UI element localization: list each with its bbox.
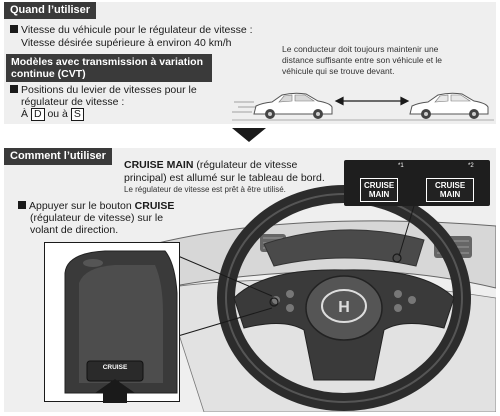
callout-line-button — [177, 255, 273, 297]
press-cruise-line3: volant de direction. — [30, 224, 119, 236]
speed-condition-line2: Vitesse désirée supérieure à environ 40 … — [21, 37, 232, 49]
gear-s-indicator: S — [70, 108, 84, 121]
bullet-icon — [18, 201, 26, 209]
lever-position-line3: À D ou à S — [21, 108, 84, 121]
speed-condition-line1: Vitesse du véhicule pour le régulateur d… — [10, 24, 253, 37]
distance-note: Le conducteur doit toujours maintenir un… — [282, 44, 443, 76]
cruise-button[interactable]: CRUISE — [102, 364, 128, 371]
distance-arrow-icon — [334, 96, 410, 106]
when-to-use-header: Quand l’utiliser — [4, 2, 97, 19]
speed-lines-icon — [232, 101, 256, 113]
callout-line-indicator — [398, 205, 415, 257]
press-cruise-line1: Appuyer sur le bouton CRUISE — [18, 200, 174, 213]
when-to-use-panel: Quand l’utiliser Vitesse du véhicule pou… — [4, 2, 496, 124]
dashboard-illustration: H — [153, 185, 496, 412]
following-distance-illustration — [232, 92, 494, 121]
lever-position-line1: Positions du levier de vitesses pour le — [10, 84, 197, 97]
bullet-icon — [10, 85, 18, 93]
cruise-ready-note: Le régulateur de vitesse est prêt à être… — [124, 185, 286, 194]
press-cruise-line2: (régulateur de vitesse) sur le — [30, 212, 164, 224]
cruise-main-description: CRUISE MAIN (régulateur de vitesse princ… — [124, 159, 325, 184]
bullet-icon — [10, 25, 18, 33]
how-to-use-panel: H Comment l’utiliser CRUISE MAIN (régula… — [4, 148, 496, 412]
cruise-main-indicator-2: CRUISE MAIN — [426, 178, 475, 202]
how-to-use-header: Comment l’utiliser — [4, 148, 112, 165]
flow-arrow-down-icon — [232, 128, 266, 142]
press-arrow-icon — [95, 379, 135, 403]
lever-position-line2: régulateur de vitesse : — [21, 96, 125, 108]
indicator-panel: *1 CRUISE MAIN *2 CRUISE MAIN — [344, 160, 490, 206]
button-zoom-inset: CRUISE — [44, 242, 180, 403]
cvt-models-tab: Modèles avec transmission à variation co… — [6, 54, 212, 82]
front-car-icon — [409, 92, 489, 119]
rear-car-icon — [253, 92, 333, 119]
honda-logo-icon: H — [338, 299, 350, 316]
gear-d-indicator: D — [30, 108, 45, 121]
cruise-main-indicator-1: CRUISE MAIN — [360, 178, 399, 202]
